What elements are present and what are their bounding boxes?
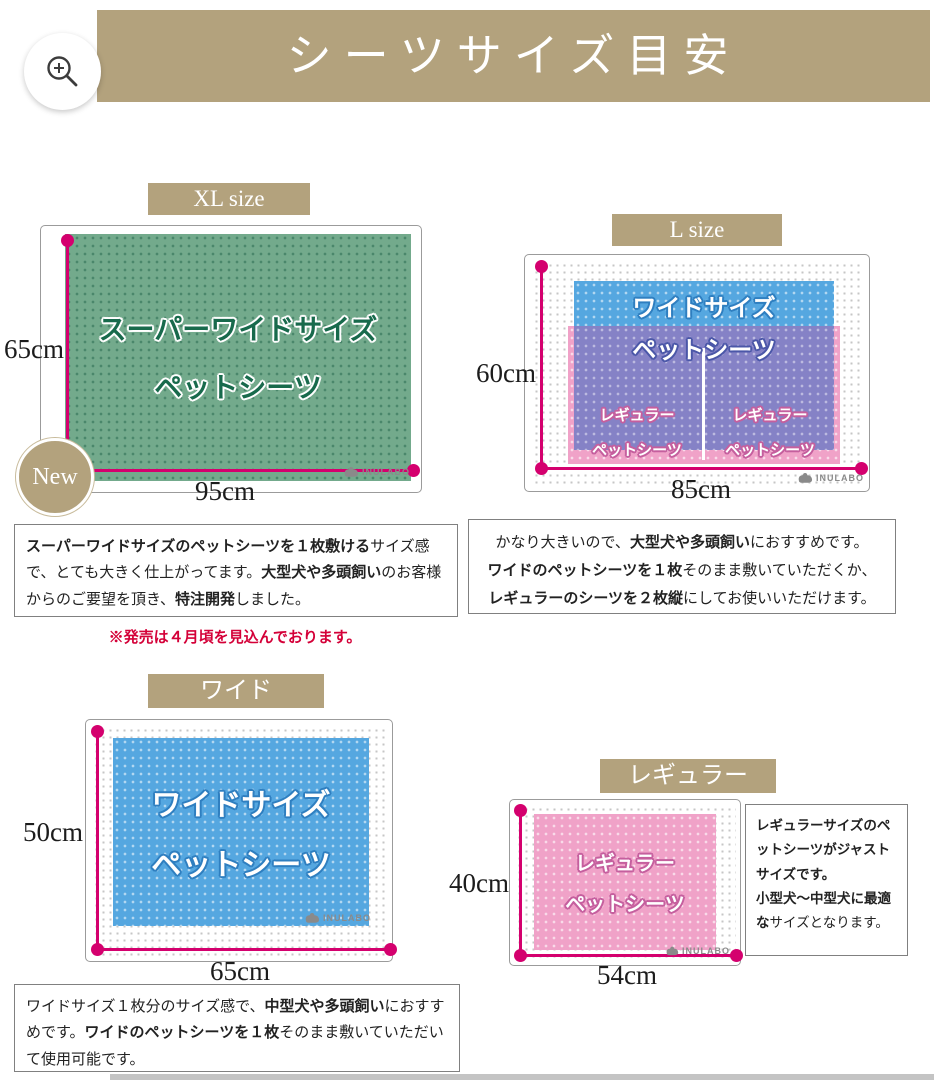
l-description: かなり大きいので、大型犬や多頭飼いにおすすめです。ワイドのペットシーツを１枚その… — [468, 519, 896, 614]
dog-icon — [798, 472, 813, 483]
inulabo-logo-text: INULABO — [362, 467, 410, 477]
dim-dot — [407, 464, 420, 477]
dim-dot — [535, 260, 548, 273]
regular-width-line — [519, 954, 737, 957]
regular-sheet: レギュラー ペットシーツ — [534, 814, 716, 950]
wide-sheet-text-line1: ワイドサイズ — [151, 789, 331, 822]
dim-dot — [61, 234, 74, 247]
l-height-line — [540, 266, 543, 470]
regular-size-label: レギュラー — [600, 759, 776, 793]
xl-height-value: 65cm — [4, 334, 64, 364]
dim-dot — [730, 949, 743, 962]
xl-sheet-text-line2: ペットシーツ — [154, 372, 322, 404]
xl-width-line — [66, 469, 414, 472]
dim-dot — [535, 462, 548, 475]
title-banner: シーツサイズ目安 — [97, 10, 930, 102]
dim-dot — [855, 462, 868, 475]
regular-sheet-text-line1: レギュラー — [575, 853, 675, 875]
wide-description: ワイドサイズ１枚分のサイズ感で、中型犬や多頭飼いにおすすめです。ワイドのペットシ… — [14, 984, 460, 1072]
wide-width-line — [96, 948, 391, 951]
dim-dot — [91, 725, 104, 738]
xl-height-line — [66, 240, 69, 472]
wide-height-line — [96, 731, 99, 950]
xl-width-value: 95cm — [195, 476, 255, 506]
xl-sheet — [65, 234, 411, 481]
regular-height-value: 40cm — [449, 868, 509, 898]
dim-dot — [91, 943, 104, 956]
l-height-value: 60cm — [476, 358, 536, 388]
zoom-in-button[interactable] — [24, 33, 101, 110]
inulabo-logo: INULABO — [798, 472, 864, 484]
xl-sheet-frame — [40, 225, 422, 493]
l-width-value: 85cm — [671, 474, 731, 504]
wide-sheet-text-line2: ペットシーツ — [151, 849, 331, 882]
next-image-top-edge — [110, 1074, 934, 1080]
regular-width-value: 54cm — [597, 960, 657, 990]
xl-sheet-text: スーパーワイドサイズ ペットシーツ — [65, 233, 411, 480]
inulabo-logo: INULABO — [305, 912, 371, 924]
dim-dot — [514, 804, 527, 817]
dog-icon — [666, 946, 679, 956]
magnifier-icon — [46, 55, 77, 86]
l-regular-label-right: レギュラー ペットシーツ — [710, 404, 830, 460]
l-regular-right-line1: レギュラー — [732, 408, 808, 424]
l-regular-left-line1: レギュラー — [599, 408, 675, 424]
l-regular-left-line2: ペットシーツ — [592, 443, 682, 459]
inulabo-logo-text: INULABO — [323, 913, 371, 923]
wide-sheet: ワイドサイズ ペットシーツ — [113, 738, 369, 926]
inulabo-logo-text: INULABO — [816, 473, 864, 483]
l-width-line — [540, 467, 862, 470]
wide-width-value: 65cm — [210, 956, 270, 986]
page-title: シーツサイズ目安 — [286, 31, 741, 81]
dim-dot — [514, 949, 527, 962]
l-regular-label-left: レギュラー ペットシーツ — [577, 404, 697, 460]
regular-sheet-text-line2: ペットシーツ — [565, 894, 685, 916]
l-size-label: L size — [612, 214, 782, 246]
dog-icon — [305, 912, 320, 923]
l-wide-text-line1: ワイドサイズ — [632, 296, 776, 322]
sheet-divider — [702, 348, 705, 460]
wide-height-value: 50cm — [23, 817, 83, 847]
release-note: ※発売は４月頃を見込んでおります。 — [108, 629, 362, 646]
inulabo-logo: INULABO — [344, 466, 410, 478]
l-wide-text-line2: ペットシーツ — [632, 338, 776, 364]
inulabo-logo: INULABO — [666, 946, 730, 956]
regular-height-line — [519, 810, 522, 956]
xl-description: スーパーワイドサイズのペットシーツを１枚敷けるサイズ感で、とても大きく仕上がって… — [14, 524, 458, 617]
new-badge: New — [16, 438, 94, 516]
dog-icon — [344, 466, 359, 477]
l-wide-sheet-top — [574, 281, 834, 326]
l-regular-right-line2: ペットシーツ — [725, 443, 815, 459]
regular-description: レギュラーサイズのペットシーツがジャストサイズです。小型犬〜中型犬に最適なサイズ… — [745, 804, 908, 956]
inulabo-logo-text: INULABO — [682, 946, 730, 956]
xl-size-label: XL size — [148, 183, 310, 215]
dim-dot — [384, 943, 397, 956]
wide-size-label: ワイド — [148, 674, 324, 708]
xl-sheet-text-line1: スーパーワイドサイズ — [98, 314, 378, 346]
